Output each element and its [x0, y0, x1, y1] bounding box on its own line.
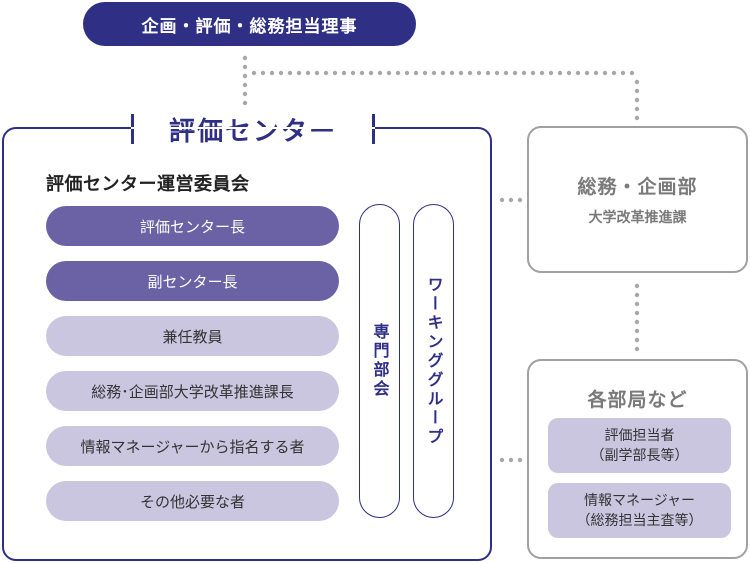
- center-title-wrap: 評価センター: [133, 112, 373, 147]
- director-label: 企画・評価・総務担当理事: [141, 16, 358, 37]
- member-pill: 情報マネージャーから指名する者: [46, 426, 339, 466]
- member-label: その他必要な者: [139, 492, 245, 511]
- info-manager-line2: （総務担当主査等）: [576, 512, 703, 529]
- member-pill: 総務･企画部大学改革推進課長: [46, 371, 339, 411]
- member-label: 兼任教員: [162, 327, 223, 346]
- evaluator-line2: （副学部長等）: [590, 447, 689, 464]
- expert-subcommittee-label: 専門部会: [370, 323, 390, 399]
- member-pill: その他必要な者: [46, 481, 339, 521]
- member-pill: 評価センター長: [46, 206, 339, 246]
- director-box: 企画・評価・総務担当理事: [83, 2, 416, 46]
- dept-subtitle: 大学改革推進課: [588, 210, 687, 226]
- dept-title: 総務・企画部: [577, 176, 698, 198]
- committee-title: 評価センター運営委員会: [46, 174, 250, 195]
- working-group-label: ワーキンググループ: [424, 275, 444, 447]
- evaluator-line1: 評価担当者: [604, 427, 675, 444]
- member-label: 評価センター長: [139, 217, 245, 236]
- info-manager-box: 情報マネージャー （総務担当主査等）: [548, 483, 731, 538]
- title-bracket-right: [372, 114, 375, 144]
- evaluator-box: 評価担当者 （副学部長等）: [548, 418, 731, 473]
- expert-subcommittee-box: 専門部会: [359, 204, 400, 518]
- faculties-title: 各部局など: [587, 389, 688, 411]
- center-title: 評価センター: [168, 116, 337, 147]
- member-pill: 副センター長: [46, 261, 339, 301]
- title-bracket-left: [131, 114, 134, 144]
- working-group-box: ワーキンググループ: [413, 204, 454, 518]
- dept-box: 総務・企画部 大学改革推進課: [527, 126, 748, 273]
- title-gap: [131, 127, 375, 129]
- member-label: 総務･企画部大学改革推進課長: [91, 382, 294, 401]
- member-label: 情報マネージャーから指名する者: [80, 437, 305, 456]
- info-manager-line1: 情報マネージャー: [583, 492, 696, 509]
- member-label: 副センター長: [147, 272, 238, 291]
- member-pill: 兼任教員: [46, 316, 339, 356]
